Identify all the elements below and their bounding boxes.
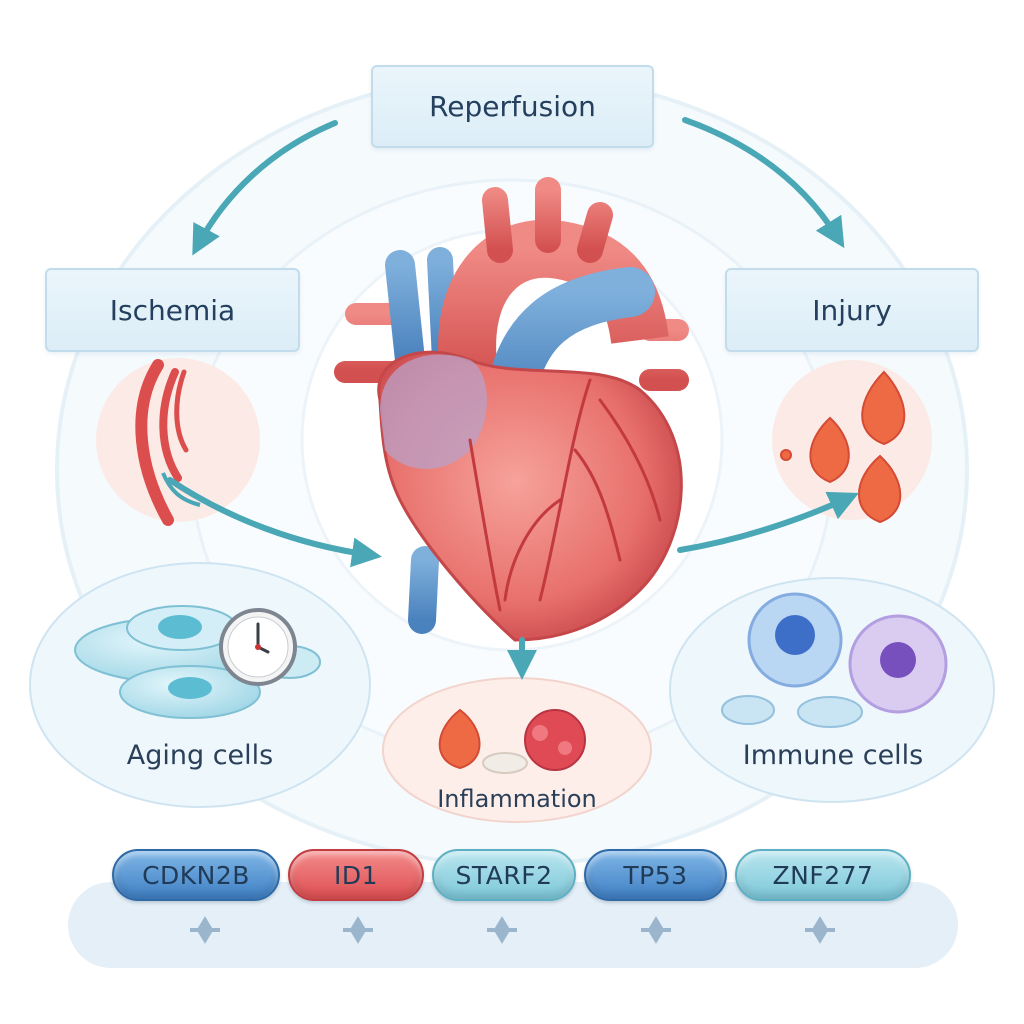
injury-label: Injury [812,293,892,327]
flow-arrows [167,117,859,680]
gene-pill-cdkn2b: CDKN2B [112,849,280,901]
reperfusion-label: Reperfusion [429,90,596,123]
arrow-reperfusion-injury [682,117,845,249]
inflammation-label: Inflammation [437,785,597,813]
heart-illustration [334,177,689,642]
inflammation-icons [438,708,586,774]
gene-pill-starf2: STARF2 [432,849,576,901]
ischemia-box: Ischemia [45,268,300,352]
gene-rail [68,882,958,968]
clock-icon [219,608,297,686]
arrow-heart-injury [677,491,859,553]
ischemia-label: Ischemia [109,293,236,327]
immune-cells-icon [721,592,948,728]
gene-pill-znf277: ZNF277 [735,849,911,901]
ischemia-vessel-icon [135,359,189,526]
immune-cells-label: Immune cells [742,740,924,771]
reperfusion-box: Reperfusion [371,65,654,148]
rail-markers [190,916,835,944]
injury-box: Injury [725,268,979,352]
arrow-reperfusion-ischemia [192,120,338,256]
gene-pill-id1: ID1 [288,849,424,901]
gene-pill-tp53: TP53 [584,849,727,901]
aging-cells-label: Aging cells [126,740,274,771]
arrow-ischemia-heart [167,477,382,568]
injury-flame-icons [780,370,906,524]
